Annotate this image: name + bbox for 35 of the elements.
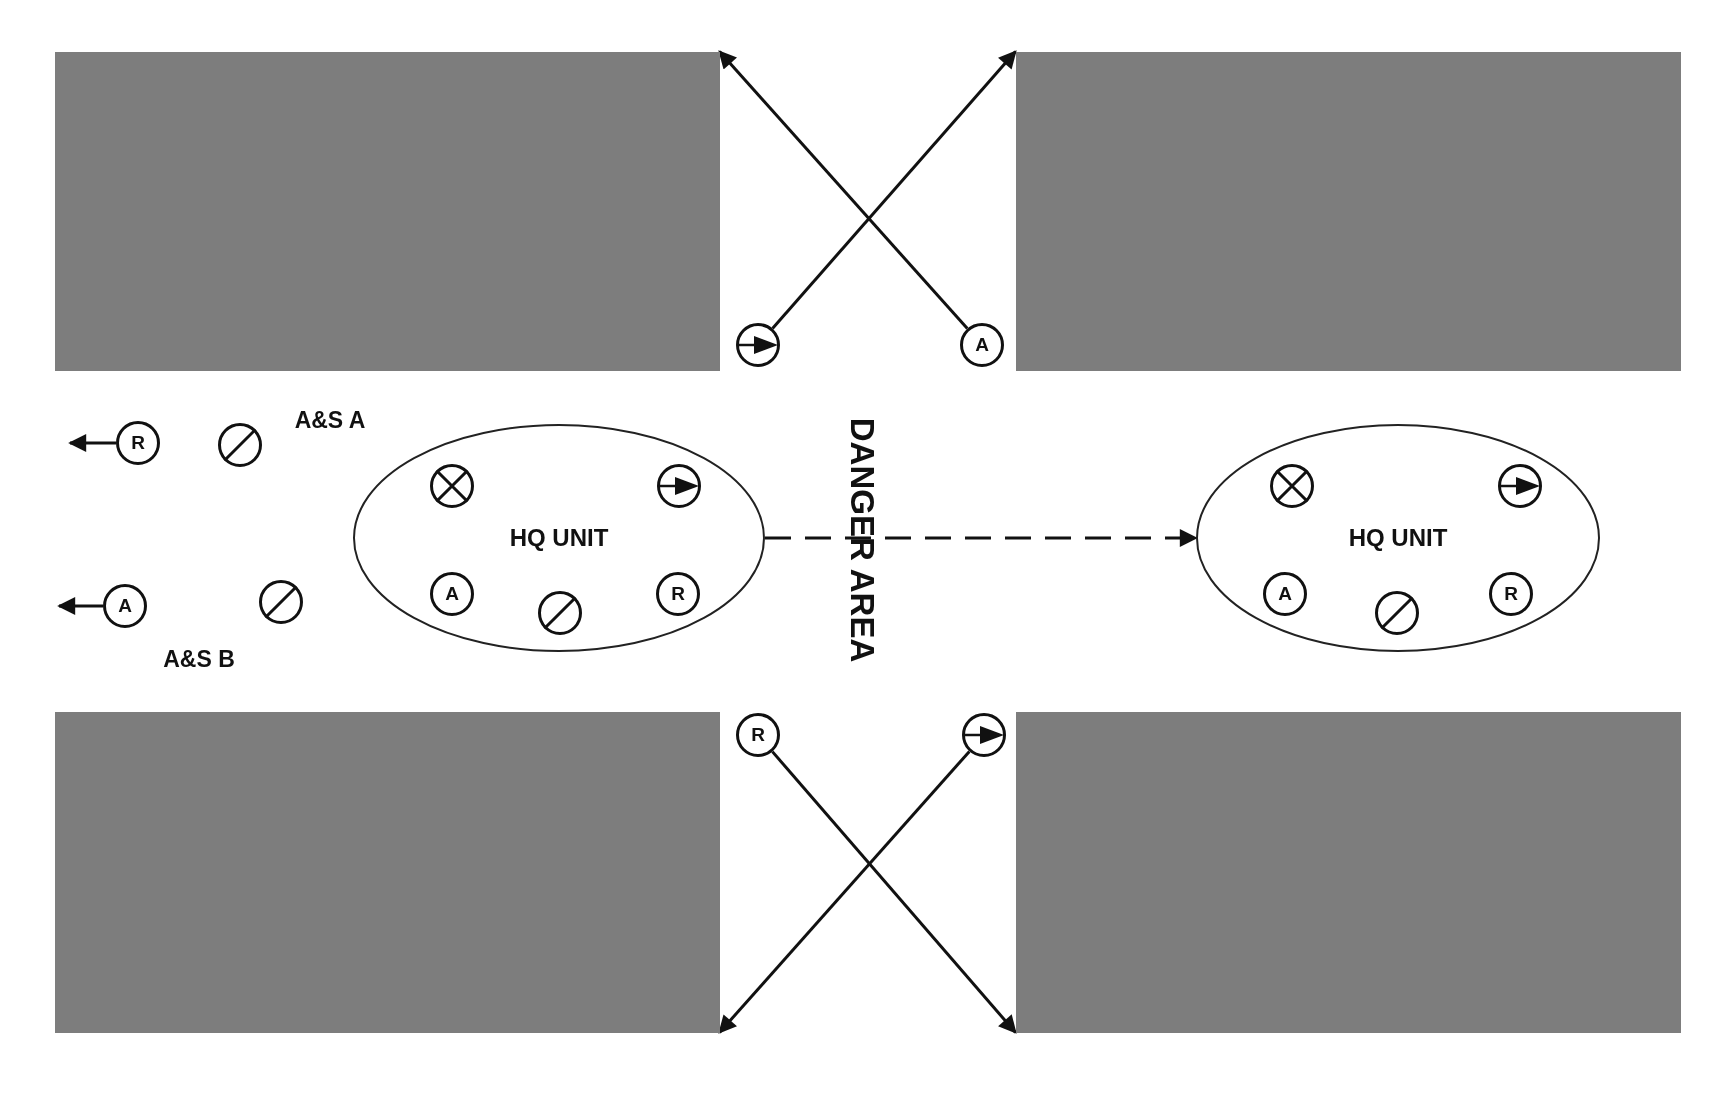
arrow [718, 750, 971, 1034]
building-block [1015, 51, 1681, 371]
letter-circle: A [960, 323, 1004, 367]
letter-circle: R [116, 421, 160, 465]
group-label: A&S A [294, 406, 366, 434]
arrow [771, 750, 1017, 1034]
arrow-circle-icon [1498, 464, 1542, 508]
dashed-arrow [765, 529, 1198, 547]
arrow-circle-icon [962, 713, 1006, 757]
slashed-circle-icon [218, 423, 262, 467]
letter-circle: R [656, 572, 700, 616]
building-block [54, 711, 720, 1033]
unit-ellipse [1196, 424, 1600, 652]
arrow [771, 50, 1017, 330]
crossed-circle-icon [1270, 464, 1314, 508]
arrow [718, 50, 969, 330]
arrow [57, 597, 103, 615]
slashed-circle-icon [259, 580, 303, 624]
crossed-circle-icon [430, 464, 474, 508]
building-block [54, 51, 720, 371]
arrow-circle-icon [657, 464, 701, 508]
slashed-circle-icon [538, 591, 582, 635]
arrow-circle-icon [736, 323, 780, 367]
unit-name: HQ UNIT [509, 524, 609, 552]
letter-circle: A [430, 572, 474, 616]
group-label: A&S B [163, 645, 235, 673]
area-label: DANGER AREA [843, 417, 881, 663]
building-block [1015, 711, 1681, 1033]
letter-circle: R [736, 713, 780, 757]
letter-circle: R [1489, 572, 1533, 616]
slashed-circle-icon [1375, 591, 1419, 635]
arrow [68, 434, 116, 452]
letter-circle: A [1263, 572, 1307, 616]
letter-circle: A [103, 584, 147, 628]
unit-name: HQ UNIT [1348, 524, 1448, 552]
